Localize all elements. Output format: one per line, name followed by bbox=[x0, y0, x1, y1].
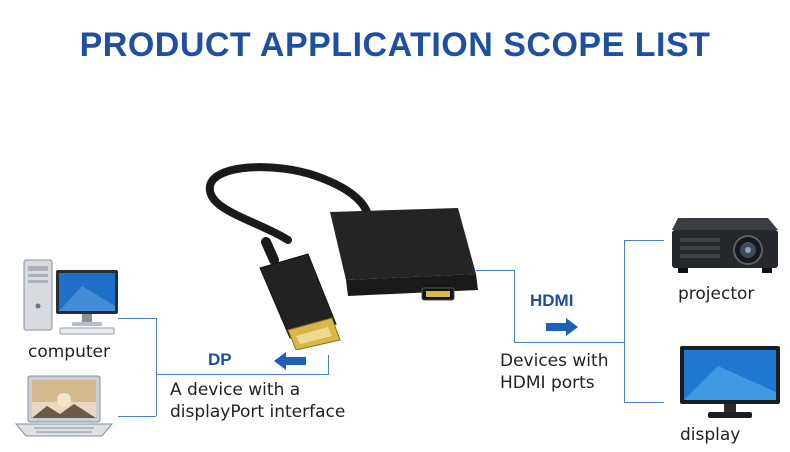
connector-line-display bbox=[624, 402, 664, 403]
dp-description-line1: A device with a bbox=[170, 380, 301, 400]
connector-line-hdmi bbox=[514, 342, 624, 343]
connector-line-left-vertical bbox=[156, 318, 157, 416]
display-label: display bbox=[680, 425, 741, 445]
notebook-icon bbox=[14, 375, 114, 437]
dp-port-label: DP bbox=[208, 350, 232, 369]
hdmi-description-line1: Devices with bbox=[500, 351, 609, 371]
connector-line-right-vertical bbox=[624, 240, 625, 402]
computer-icon bbox=[23, 259, 118, 335]
adapter-icon bbox=[205, 163, 478, 350]
page-title: PRODUCT APPLICATION SCOPE LIST bbox=[79, 26, 711, 64]
connector-line-dp bbox=[156, 374, 328, 375]
connector-line-dp-up bbox=[328, 355, 329, 375]
dp-description-line2: displayPort interface bbox=[170, 402, 346, 422]
connector-line-notebook bbox=[118, 416, 156, 417]
display-icon bbox=[680, 346, 780, 418]
projector-icon bbox=[672, 218, 778, 273]
arrow-left-icon bbox=[274, 352, 306, 370]
connector-line-projector bbox=[624, 240, 664, 241]
arrow-right-icon bbox=[546, 318, 578, 336]
connector-line-hdmi-port bbox=[476, 270, 514, 271]
hdmi-port-label: HDMI bbox=[530, 291, 574, 310]
computer-label: computer bbox=[28, 342, 110, 362]
hdmi-description-line2: HDMI ports bbox=[500, 373, 595, 393]
connector-line-computer bbox=[118, 318, 156, 319]
connector-line-hdmi-down bbox=[514, 270, 515, 342]
projector-label: projector bbox=[678, 284, 755, 304]
